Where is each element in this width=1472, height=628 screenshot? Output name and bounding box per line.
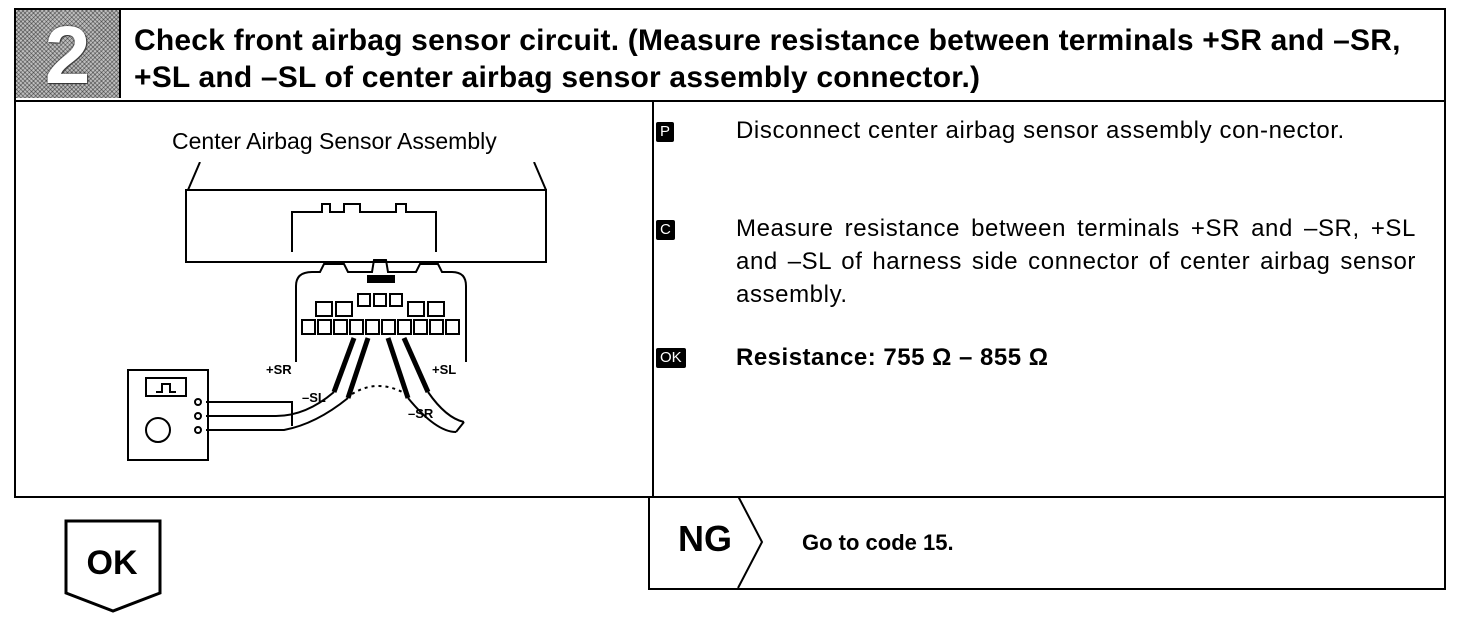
sensor-socket — [291, 203, 437, 252]
wire-3 — [407, 397, 457, 433]
figure-label: Center Airbag Sensor Assembly — [172, 128, 497, 154]
probe-plus-sl — [401, 336, 431, 394]
label-plus-sr: +SR — [266, 362, 292, 377]
step-badge-p: P — [656, 122, 675, 142]
ok-arrow-icon — [64, 519, 162, 613]
step-number-box: 2 — [16, 10, 121, 98]
ok-label: OK — [86, 544, 138, 582]
probe-minus-sl — [345, 337, 371, 399]
step-badge-ok: OK — [656, 348, 686, 368]
step-badge-c: C — [656, 220, 675, 240]
resistance-spec: Resistance: 755 Ω – 855 Ω — [736, 344, 1049, 371]
wire-1 — [206, 391, 335, 417]
wire-2 — [206, 397, 349, 431]
chevron-right-icon — [737, 496, 764, 588]
harness-connector — [295, 259, 467, 362]
connector-diagram: +SR +SL –SL –SR — [127, 162, 547, 461]
step-number: 2 — [44, 10, 91, 98]
step-text: Measure resistance between terminals +SR… — [736, 215, 1416, 308]
label-minus-sr: –SR — [408, 406, 434, 421]
ng-action-text: Go to code 15. — [802, 530, 954, 555]
step-title: Check front airbag sensor circuit. (Meas… — [134, 24, 1401, 94]
figure-cell: Center Airbag Sensor Assembly — [16, 100, 654, 496]
step-header: 2 Check front airbag sensor circuit. (Me… — [16, 10, 1444, 102]
ng-branch-box: NG Go to code 15. — [648, 496, 1446, 590]
sensor-housing-body — [185, 189, 547, 263]
ohmmeter — [127, 369, 209, 461]
procedure-frame: 2 Check front airbag sensor circuit. (Me… — [14, 8, 1446, 498]
step-text: Disconnect center airbag sensor assembly… — [736, 117, 1345, 144]
wire-4 — [427, 391, 465, 423]
probe-minus-sr — [385, 337, 411, 399]
sensor-housing — [187, 162, 547, 191]
wire-return — [206, 401, 465, 433]
ng-label: NG — [678, 518, 732, 559]
label-plus-sl: +SL — [432, 362, 456, 377]
probe-plus-sr — [331, 337, 357, 393]
label-minus-sl: –SL — [302, 390, 326, 405]
